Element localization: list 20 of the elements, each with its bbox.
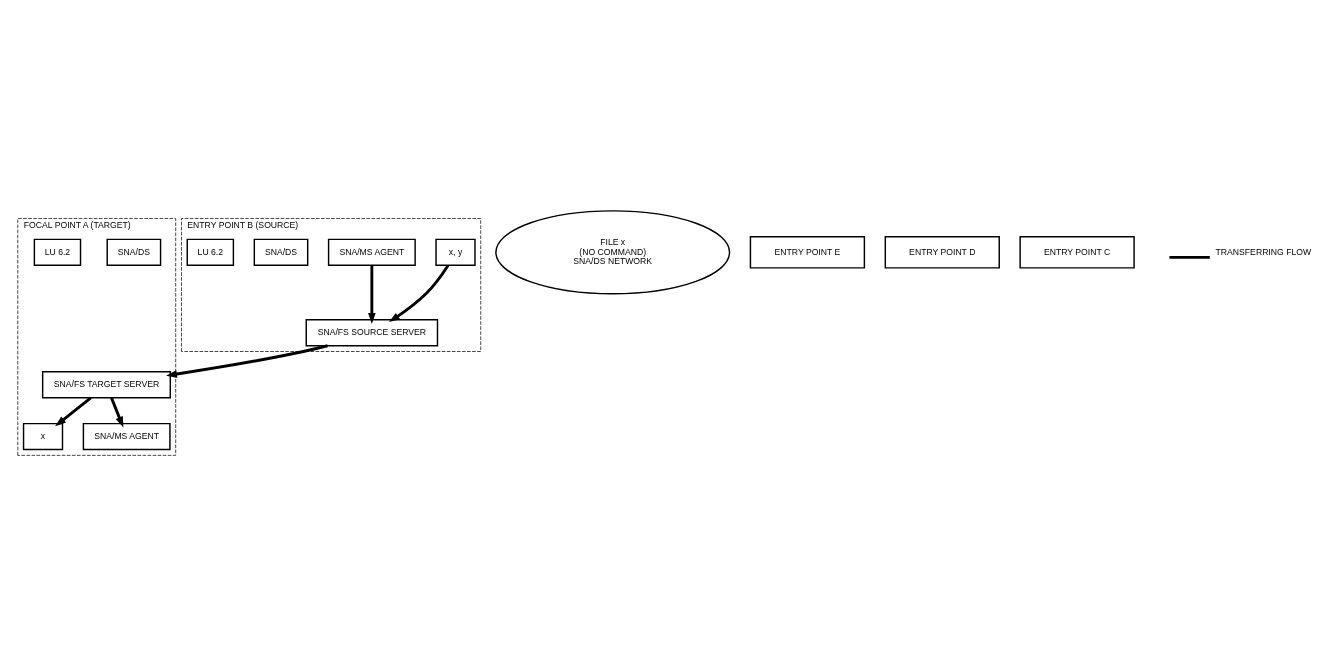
arrow	[388, 264, 450, 322]
node-box: SNA/DS	[106, 238, 162, 266]
node-box: SNA/MS AGENT	[327, 238, 416, 266]
node-box: SNA/FS TARGET SERVER	[41, 370, 171, 398]
node-box: x	[22, 422, 64, 450]
arrow	[368, 264, 376, 324]
arrow	[166, 343, 328, 378]
node-box: SNA/FS SOURCE SERVER	[305, 318, 439, 346]
node-ellipse: FILE x (NO COMMAND) SNA/DS NETWORK	[495, 209, 731, 295]
arrow	[55, 396, 92, 426]
node-box: ENTRY POINT D	[884, 235, 1000, 269]
node-box: ENTRY POINT E	[749, 235, 866, 269]
node-box: ENTRY POINT C	[1019, 235, 1135, 269]
arrow	[110, 396, 124, 428]
legend-label: TRANSFERRING FLOW	[1215, 246, 1312, 257]
node-box: LU 6.2	[33, 238, 82, 266]
node-box: SNA/DS	[253, 238, 309, 266]
node-box: LU 6.2	[186, 238, 235, 266]
node-box: SNA/MS AGENT	[82, 422, 171, 450]
node-box: x, y	[435, 238, 476, 266]
